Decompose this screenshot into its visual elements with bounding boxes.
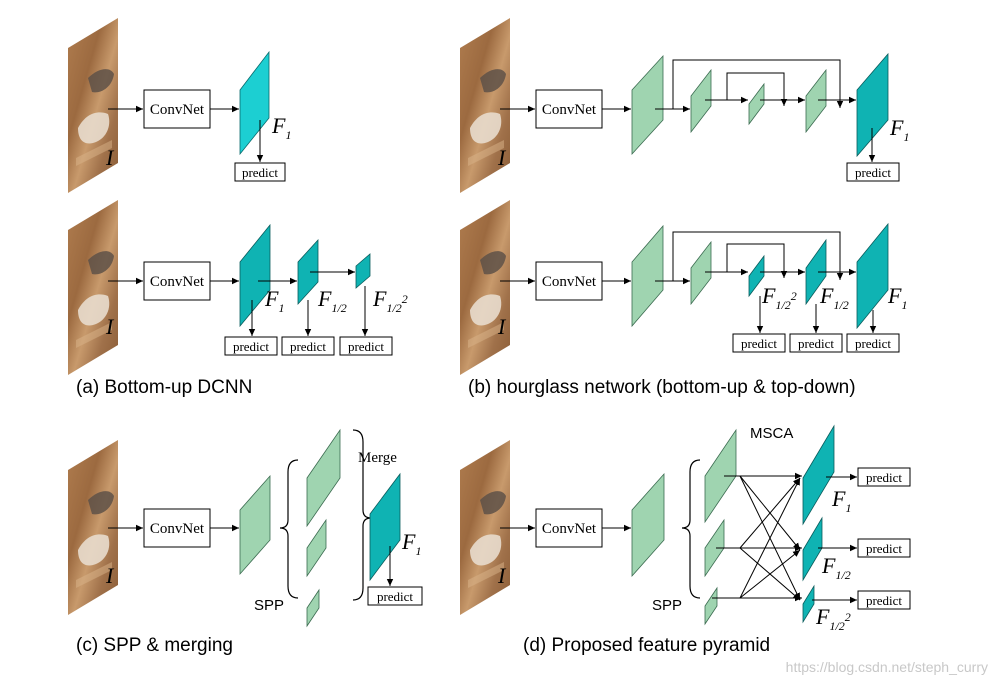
feature-label: F1/2 — [821, 553, 851, 582]
feature-map-F-quarter — [748, 254, 765, 298]
input-image — [460, 200, 510, 375]
predict-box — [234, 162, 286, 182]
predict-box — [339, 336, 393, 356]
feature-map-F1 — [856, 222, 889, 330]
predict-label: predict — [855, 336, 891, 351]
spp-feature-map — [306, 518, 327, 578]
predict-box — [846, 333, 900, 353]
feature-label: F1 — [887, 283, 907, 312]
input-label: I — [105, 314, 115, 339]
convnet-box — [535, 261, 603, 301]
predict-label: predict — [348, 339, 384, 354]
feature-label: F1 — [831, 486, 851, 515]
feature-map-F-half — [805, 238, 827, 306]
spp-feature-map — [704, 586, 718, 626]
feature-map — [690, 68, 712, 134]
feature-map-F1 — [239, 50, 270, 156]
feature-label: F1 — [271, 113, 291, 142]
feature-map-F-quarter — [355, 253, 371, 289]
convnet-box — [143, 89, 211, 129]
watermark: https://blog.csdn.net/steph_curry — [786, 659, 988, 675]
predict-label: predict — [741, 336, 777, 351]
feature-label: F1/2 — [819, 283, 849, 312]
predict-label: predict — [290, 339, 326, 354]
feature-map-F1 — [856, 52, 889, 158]
feature-map — [239, 474, 271, 576]
feature-map — [690, 240, 712, 306]
predict-label: predict — [866, 470, 902, 485]
caption-d: (d) Proposed feature pyramid — [523, 635, 770, 656]
convnet-label: ConvNet — [150, 521, 205, 537]
convnet-box — [143, 508, 211, 548]
input-label: I — [497, 563, 507, 588]
predict-box — [857, 538, 911, 558]
predict-box — [367, 586, 423, 606]
convnet-box — [143, 261, 211, 301]
predict-box — [789, 333, 843, 353]
spp-brace — [279, 459, 299, 599]
feature-label: F1/2 — [317, 286, 347, 315]
predict-label: predict — [866, 593, 902, 608]
feature-label: F1 — [264, 286, 284, 315]
feature-label: F1 — [889, 115, 909, 144]
input-label: I — [105, 563, 115, 588]
predict-box — [732, 333, 786, 353]
feature-map-F1 — [239, 223, 271, 328]
convnet-label: ConvNet — [542, 274, 597, 290]
spp-label: SPP — [652, 597, 682, 614]
panel-d: I ConvNet SPP MSCA predict predict — [460, 424, 911, 656]
msca-label: MSCA — [750, 425, 793, 442]
caption-c: (c) SPP & merging — [76, 635, 233, 656]
feature-map-F-quarter — [802, 584, 815, 624]
spp-feature-map — [306, 428, 341, 528]
feature-map-F-half — [297, 238, 319, 306]
feature-label: F1/22 — [815, 604, 851, 633]
predict-label: predict — [242, 165, 278, 180]
convnet-label: ConvNet — [542, 102, 597, 118]
predict-box — [857, 590, 911, 610]
panel-c: I ConvNet SPP Merge F1 predict (c) SPP &… — [68, 428, 423, 656]
convnet-box — [535, 89, 603, 129]
spp-brace — [681, 459, 701, 599]
predict-box — [857, 467, 911, 487]
input-label: I — [105, 145, 115, 170]
feature-map — [805, 68, 827, 134]
predict-box — [846, 162, 900, 182]
feature-map-F-half — [802, 516, 823, 582]
panel-b: I ConvNet F1 predict I ConvNet — [460, 18, 909, 398]
spp-label: SPP — [254, 597, 284, 614]
feature-map-F1 — [802, 424, 835, 526]
feature-map — [748, 82, 765, 126]
feature-label: F1/22 — [372, 286, 408, 315]
feature-map — [631, 224, 664, 328]
convnet-label: ConvNet — [150, 274, 205, 290]
merge-label: Merge — [358, 450, 397, 466]
panel-a: I ConvNet F1 predict I ConvNet F1 F1/2 F… — [68, 18, 408, 398]
predict-label: predict — [855, 165, 891, 180]
predict-box — [281, 336, 335, 356]
caption-a: (a) Bottom-up DCNN — [76, 377, 252, 398]
feature-label: F1 — [401, 529, 421, 558]
convnet-label: ConvNet — [150, 102, 205, 118]
predict-label: predict — [377, 589, 413, 604]
feature-label: F1/22 — [761, 283, 797, 312]
input-image — [68, 200, 118, 375]
convnet-box — [535, 508, 603, 548]
convnet-label: ConvNet — [542, 521, 597, 537]
predict-label: predict — [866, 541, 902, 556]
feature-map — [631, 472, 665, 578]
input-label: I — [497, 145, 507, 170]
predict-label: predict — [233, 339, 269, 354]
caption-b: (b) hourglass network (bottom-up & top-d… — [468, 377, 856, 398]
input-label: I — [497, 314, 507, 339]
spp-feature-map — [306, 588, 320, 628]
predict-box — [224, 336, 278, 356]
predict-label: predict — [798, 336, 834, 351]
feature-map — [631, 54, 664, 156]
feature-map-F1 — [369, 472, 401, 582]
